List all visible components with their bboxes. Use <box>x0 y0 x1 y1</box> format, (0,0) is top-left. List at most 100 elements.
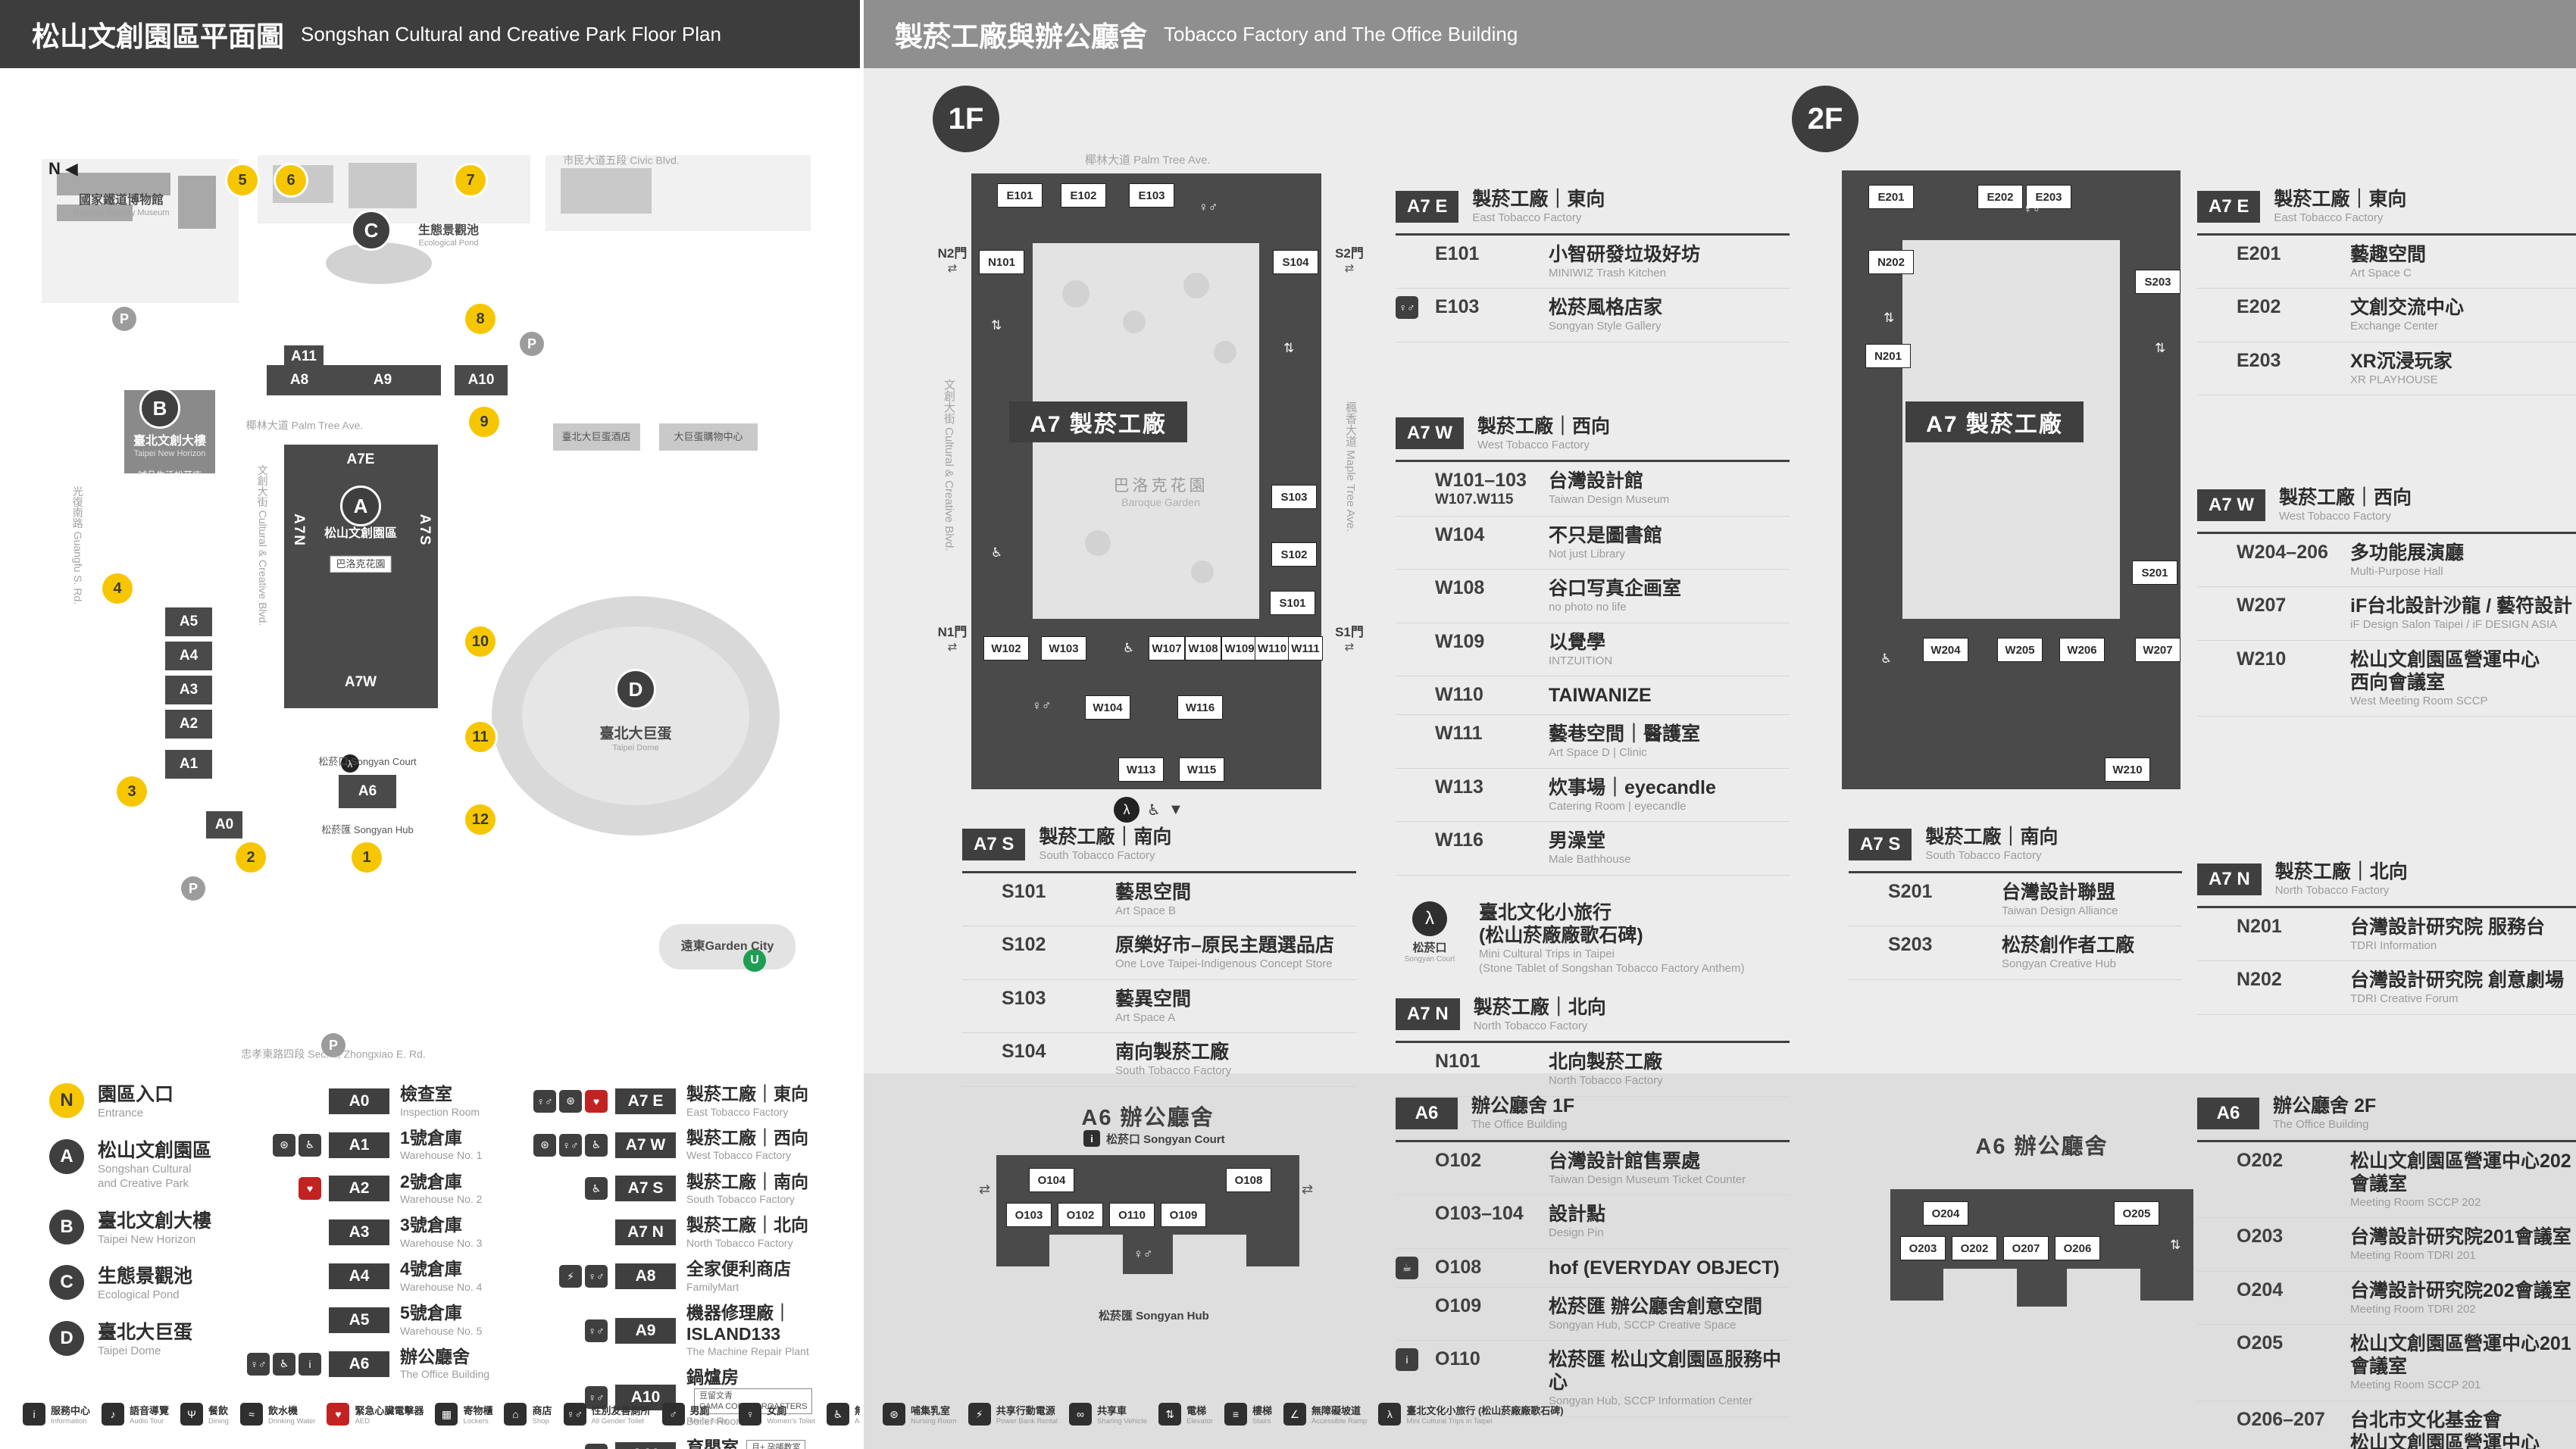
room-name-en: Taiwan Design Alliance <box>2002 904 2118 917</box>
room-label-o109: O109 <box>1161 1203 1206 1227</box>
facility-restroom-icon: ♀♂ <box>247 1352 270 1376</box>
entrance-marker-11: 11 <box>465 722 496 752</box>
building-code-a4: A4 <box>179 648 199 664</box>
gate-label-S1門: S1門⇄ <box>1330 621 1368 654</box>
section-title-en: East Tobacco Factory <box>2274 211 2384 224</box>
building-name-en: Inspection Room <box>400 1105 480 1118</box>
landmark-marker-d: D <box>615 669 656 710</box>
facility-name-en: Information <box>51 1417 87 1426</box>
room-code: O202 <box>2237 1149 2284 1171</box>
room-name-zh2: 松山文創園區營運中心 <box>2350 1432 2540 1449</box>
row-icon-slot: ⚡♀♂ <box>530 1265 615 1288</box>
building-code-a7n: A7N <box>291 513 307 548</box>
parking-icon: P <box>112 307 136 331</box>
section-title-en: East Tobacco Factory <box>1472 211 1582 224</box>
room-label-w207: W207 <box>2135 638 2181 662</box>
room-code: W104 <box>1435 523 1485 545</box>
left-header-title-en: Songshan Cultural and Creative Park Floo… <box>301 22 721 45</box>
map-label-garden-city: 遠東Garden City <box>680 940 774 953</box>
room-name-zh: 松山文創園區營運中心 <box>2350 648 2540 670</box>
building-name-en: North Tobacco Factory <box>686 1236 793 1249</box>
facility-name-zh: 寄物櫃 <box>463 1405 493 1416</box>
row-icon-slot: ⊛♿ <box>244 1133 329 1157</box>
room-code: E103 <box>1435 296 1480 317</box>
facility-aed-icon: ♥ <box>299 1177 321 1201</box>
building-name-zh: 製菸工廠｜東向 <box>686 1084 808 1104</box>
room-code: O102 <box>1435 1149 1482 1171</box>
map-label-cc-blvd: 文創大街 Cultural & Creative Blvd. <box>256 464 269 626</box>
section-title-zh: 製菸工廠｜南向 <box>1925 826 2059 848</box>
facility-nursing-icon: ⊛ <box>273 1133 295 1157</box>
entrance-marker-12: 12 <box>465 804 496 835</box>
building-name-en: FamilyMart <box>686 1280 739 1293</box>
row-icon-slot: ♀♂ <box>530 1319 615 1342</box>
building-name-en: East Tobacco Factory <box>686 1105 789 1118</box>
facility-shop-icon: ⌂ <box>504 1403 527 1426</box>
map-label-eslite: 誠品生活松菸店 <box>137 470 202 481</box>
room-name-zh: 藝趣空間 <box>2350 243 2427 265</box>
building-code-box: A0 <box>329 1088 389 1114</box>
a3-building <box>165 676 212 704</box>
room-name-en: Songyan Creative Hub <box>2002 957 2116 970</box>
row-icon-slot: ⊛ <box>530 1443 615 1449</box>
room-code: O204 <box>2237 1279 2284 1301</box>
room-label-w205: W205 <box>1997 638 2043 662</box>
room-label-s102: S102 <box>1271 542 1317 567</box>
plan-street-label: 楓香大道 Maple Tree Ave. <box>1344 401 1357 532</box>
landmark-marker-b: B <box>139 388 180 429</box>
map-label-sccp: 松山文創園區 <box>324 527 398 540</box>
room-name-en: Catering Room | eyecandle <box>1549 799 1687 813</box>
entrance-marker-2: 2 <box>236 842 266 873</box>
a7-factory-label: A7 製菸工廠 <box>1009 401 1187 442</box>
tree <box>1123 311 1146 333</box>
room-code: S203 <box>1888 934 1933 955</box>
baroque-garden-en: Baroque Garden <box>1121 496 1200 508</box>
parking-icon: P <box>520 332 544 356</box>
facility-men-icon: ♂ <box>661 1403 685 1426</box>
facility-name-zh: 臺北文化小旅行 (松山菸廠廠歌石碑) <box>1406 1405 1564 1416</box>
building-legend-row-a11: ⊛A11育嬰室月+ 孕哺教室The Nursery Room <box>530 1433 856 1449</box>
facility-restroom-icon: ♀♂ <box>1396 296 1418 319</box>
room-code: N201 <box>2237 915 2282 937</box>
entrance-marker-8: 8 <box>465 304 496 334</box>
room-name-zh: hof (EVERYDAY OBJECT) <box>1549 1257 1780 1279</box>
court-item-en2: (Stone Tablet of Songshan Tobacco Factor… <box>1479 962 1745 976</box>
east-entry-arrow-icon: ⇄ <box>1302 1182 1314 1197</box>
city-building <box>561 168 652 214</box>
room-name-zh: 文創交流中心 <box>2350 297 2465 318</box>
youbike-icon: U <box>743 949 766 972</box>
room-name-zh: 台北市文化基金會 <box>2350 1409 2503 1431</box>
building-code-a9: A9 <box>373 372 392 388</box>
floor-2f-label: 2F <box>1807 101 1843 136</box>
facility-name-en: Shop <box>532 1417 549 1426</box>
room-description: hof (EVERYDAY OBJECT) <box>1549 1257 1790 1279</box>
room-label-w104: W104 <box>1085 695 1130 720</box>
room-code: S102 <box>1002 934 1046 955</box>
facility-restroom-icon: ♀♂ <box>585 1386 608 1410</box>
songyan-court-text: 松菸口 Songyan Court <box>1106 1132 1225 1146</box>
